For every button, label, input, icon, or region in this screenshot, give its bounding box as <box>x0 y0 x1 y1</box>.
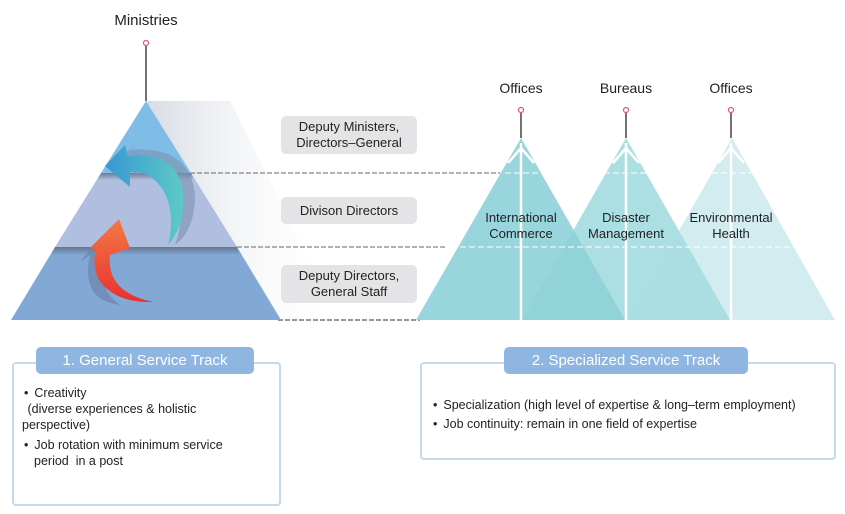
pin-icon-3 <box>727 106 735 114</box>
unit-name-line1: International <box>485 210 557 225</box>
level-box-deputy-ministers: Deputy Ministers, Directors–General <box>281 116 417 154</box>
unit-type-label-3: Offices <box>709 80 753 96</box>
level-label-line2: General Staff <box>310 284 388 299</box>
unit-name-line2: Management <box>588 226 664 241</box>
pin-icon-1 <box>517 106 525 114</box>
unit-name-line1: Disaster <box>602 210 650 225</box>
track-item-line1: Job rotation with minimum service <box>24 437 274 453</box>
rotation-arrow-orange <box>90 219 153 303</box>
level-label-line1: Deputy Ministers, <box>298 119 400 134</box>
arrow-shadow-upper <box>118 142 195 245</box>
track-item-line1: Creativity <box>24 385 274 401</box>
ministries-pin-icon <box>142 39 150 47</box>
specialized-service-track-panel <box>420 362 836 460</box>
level-label-line1: Divison Directors <box>299 202 399 218</box>
unit-name-line2: Health <box>712 226 750 241</box>
specialized-service-track-header: 2. Specialized Service Track <box>504 347 748 374</box>
level-label-line1: Deputy Directors, <box>298 268 400 283</box>
unit-name-line2: Commerce <box>489 226 553 241</box>
unit-name-environmental-health: Environmental Health <box>689 210 772 242</box>
track-item-line1: Job continuity: remain in one field of e… <box>433 417 697 431</box>
unit-type-label-1: Offices <box>499 80 543 96</box>
general-service-track-list: Creativity (diverse experiences & holist… <box>22 385 274 473</box>
unit-name-international-commerce: International Commerce <box>485 210 557 242</box>
rotation-arrow-teal <box>105 145 184 245</box>
ministries-label: Ministries <box>114 12 178 29</box>
track-item-line2: (diverse experiences & holistic <box>24 402 197 416</box>
general-service-track-header: 1. General Service Track <box>36 347 254 374</box>
up-arrow-icon-3 <box>717 143 745 320</box>
up-arrow-icon-2 <box>612 143 640 320</box>
tier-shadow-2 <box>51 247 240 255</box>
level-label-line2: Directors–General <box>296 135 402 150</box>
track-item: Job continuity: remain in one field of e… <box>433 416 833 432</box>
track-item: Creativity (diverse experiences & holist… <box>22 385 274 433</box>
level-box-deputy-directors: Deputy Directors, General Staff <box>281 265 417 303</box>
unit-name-disaster-management: Disaster Management <box>588 210 664 242</box>
level-box-division-directors: Divison Directors <box>281 197 417 224</box>
track-item-line2: period in a post <box>34 454 123 468</box>
track-item: Job rotation with minimum service period… <box>24 437 274 469</box>
track-item: Specialization (high level of expertise … <box>433 397 833 413</box>
unit-type-label-2: Bureaus <box>599 80 653 96</box>
track-item-line3: perspective) <box>22 418 91 432</box>
unit-name-line1: Environmental <box>689 210 773 225</box>
pyramid-tier-bottom <box>11 247 281 320</box>
up-arrow-icon-1 <box>507 143 535 320</box>
pin-icon-2 <box>622 106 630 114</box>
specialized-service-track-list: Specialization (high level of expertise … <box>433 397 833 436</box>
track-item-line1: Specialization (high level of expertise … <box>433 398 796 412</box>
